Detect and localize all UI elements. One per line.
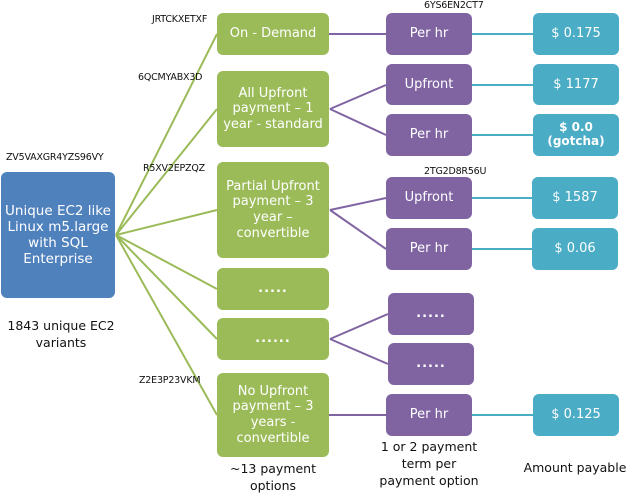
term-more-1: ..... [388, 293, 474, 335]
term-label: Per hr [409, 241, 449, 257]
amount-all-upfront-per-hr: $ 0.0 (gotcha) [533, 114, 619, 156]
root-caption: 1843 unique EC2 variants [7, 318, 115, 350]
connector-option-term-5 [329, 313, 389, 340]
term-upfront-partial-upfront: Upfront [386, 177, 472, 219]
option-label: No Upfront payment – 3 years - convertib… [232, 383, 314, 446]
term-label: Per hr [409, 26, 449, 42]
amount-no-upfront-per-hr: $ 0.125 [533, 394, 619, 436]
term-label: ..... [416, 356, 446, 372]
root-node: Unique EC2 like Linux m5.large with SQL … [1, 172, 115, 298]
term-label: Upfront [404, 76, 454, 92]
option-all-upfront-1yr: All Upfront payment – 1 year - standard [217, 71, 329, 147]
amount-partial-upfront-upfront: $ 1587 [532, 177, 618, 219]
connector-root-option-3 [115, 234, 218, 290]
connector-root-option-5 [115, 234, 218, 416]
option-label: Partial Upfront payment – 3 year – conve… [226, 178, 320, 241]
connector-root-option-4 [115, 234, 218, 340]
connector-root-option-0 [115, 33, 218, 236]
term-label: Per hr [409, 127, 449, 143]
term-code-partial-upfront: 2TG2D8R56U [424, 166, 487, 177]
connector-root-option-1 [115, 108, 218, 236]
term-upfront-all-upfront: Upfront [386, 64, 472, 105]
term-label: Per hr [409, 407, 449, 423]
option-label: ..... [258, 281, 288, 297]
term-per-hr-all-upfront: Per hr [386, 114, 472, 156]
amount-label: $ 0.06 [554, 241, 596, 257]
term-label: Upfront [404, 190, 454, 206]
root-code: ZV5VAXGR4YZS96VY [6, 152, 104, 163]
option-label: All Upfront payment – 1 year - standard [223, 85, 323, 132]
root-label: Unique EC2 like Linux m5.large with SQL … [5, 202, 111, 268]
term-per-hr-on-demand: Per hr [386, 13, 472, 55]
amount-label: $ 0.175 [551, 26, 601, 42]
option-code-all-upfront: 6QCMYABX3D [138, 72, 203, 83]
option-code-no-upfront: Z2E3P23VKM [139, 375, 201, 386]
options-caption: ~13 payment options [229, 461, 317, 493]
option-no-upfront-3yr: No Upfront payment – 3 years - convertib… [217, 373, 329, 457]
option-label: ...... [255, 331, 291, 347]
term-per-hr-no-upfront: Per hr [386, 394, 472, 436]
connector-option-term-2 [329, 108, 387, 136]
amount-note-gotcha: (gotcha) [547, 134, 605, 148]
amount-label: $ 0.0 [559, 120, 593, 135]
amount-partial-upfront-per-hr: $ 0.06 [532, 228, 618, 270]
option-code-partial-upfront: R5XV2EPZQZ [143, 163, 205, 174]
connector-option-term-3 [329, 197, 387, 211]
option-label: On - Demand [229, 26, 317, 42]
amounts-caption: Amount payable [523, 460, 627, 475]
term-more-2: ..... [388, 343, 474, 385]
amount-label: $ 1587 [552, 190, 598, 206]
term-label: ..... [416, 306, 446, 322]
option-partial-upfront-3yr: Partial Upfront payment – 3 year – conve… [217, 162, 329, 258]
option-more-2: ...... [217, 318, 329, 360]
connector-option-term-6 [329, 338, 389, 365]
option-code-on-demand: JRTCKXETXF [152, 14, 208, 25]
option-more-1: ..... [217, 268, 329, 310]
amount-label: $ 0.125 [551, 407, 601, 423]
term-code-on-demand: 6YS6EN2CT7 [424, 0, 484, 11]
connector-option-term-1 [329, 84, 387, 110]
option-on-demand: On - Demand [217, 13, 329, 55]
amount-on-demand-per-hr: $ 0.175 [533, 13, 619, 55]
connector-root-option-2 [115, 209, 218, 236]
amount-all-upfront-upfront: $ 1177 [533, 64, 619, 105]
term-per-hr-partial-upfront: Per hr [386, 228, 472, 270]
connector-option-term-4 [329, 209, 387, 250]
terms-caption: 1 or 2 payment term per payment option [379, 439, 479, 488]
amount-label: $ 1177 [553, 76, 599, 92]
